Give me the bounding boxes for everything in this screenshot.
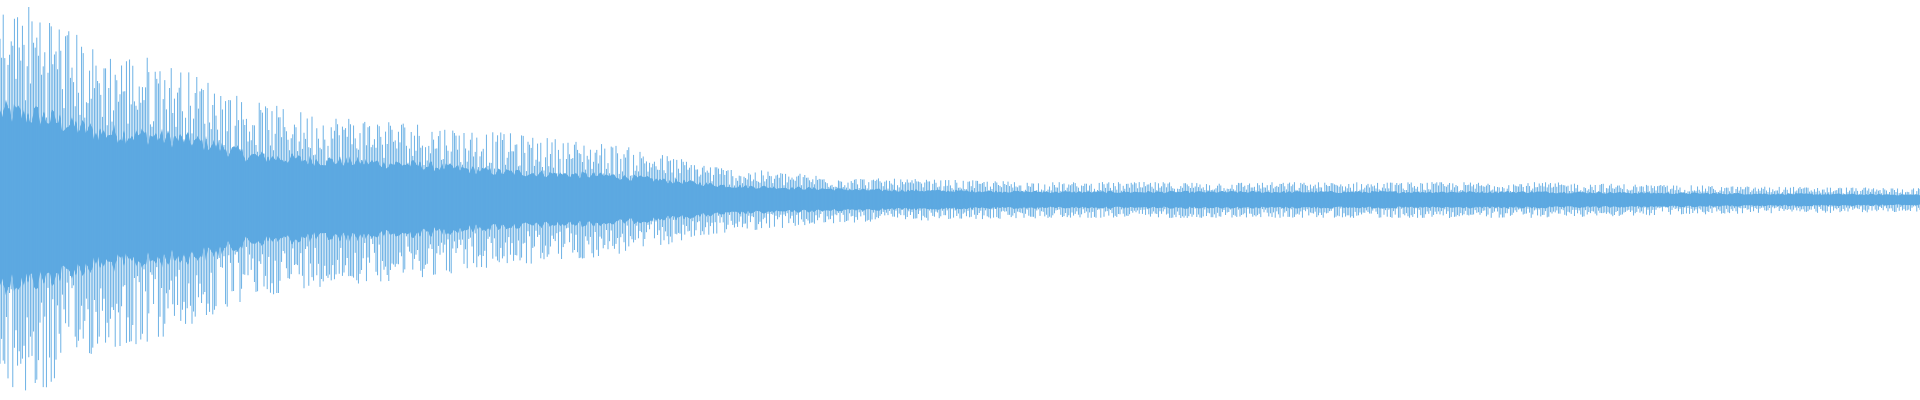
waveform-transients — [0, 7, 1920, 391]
